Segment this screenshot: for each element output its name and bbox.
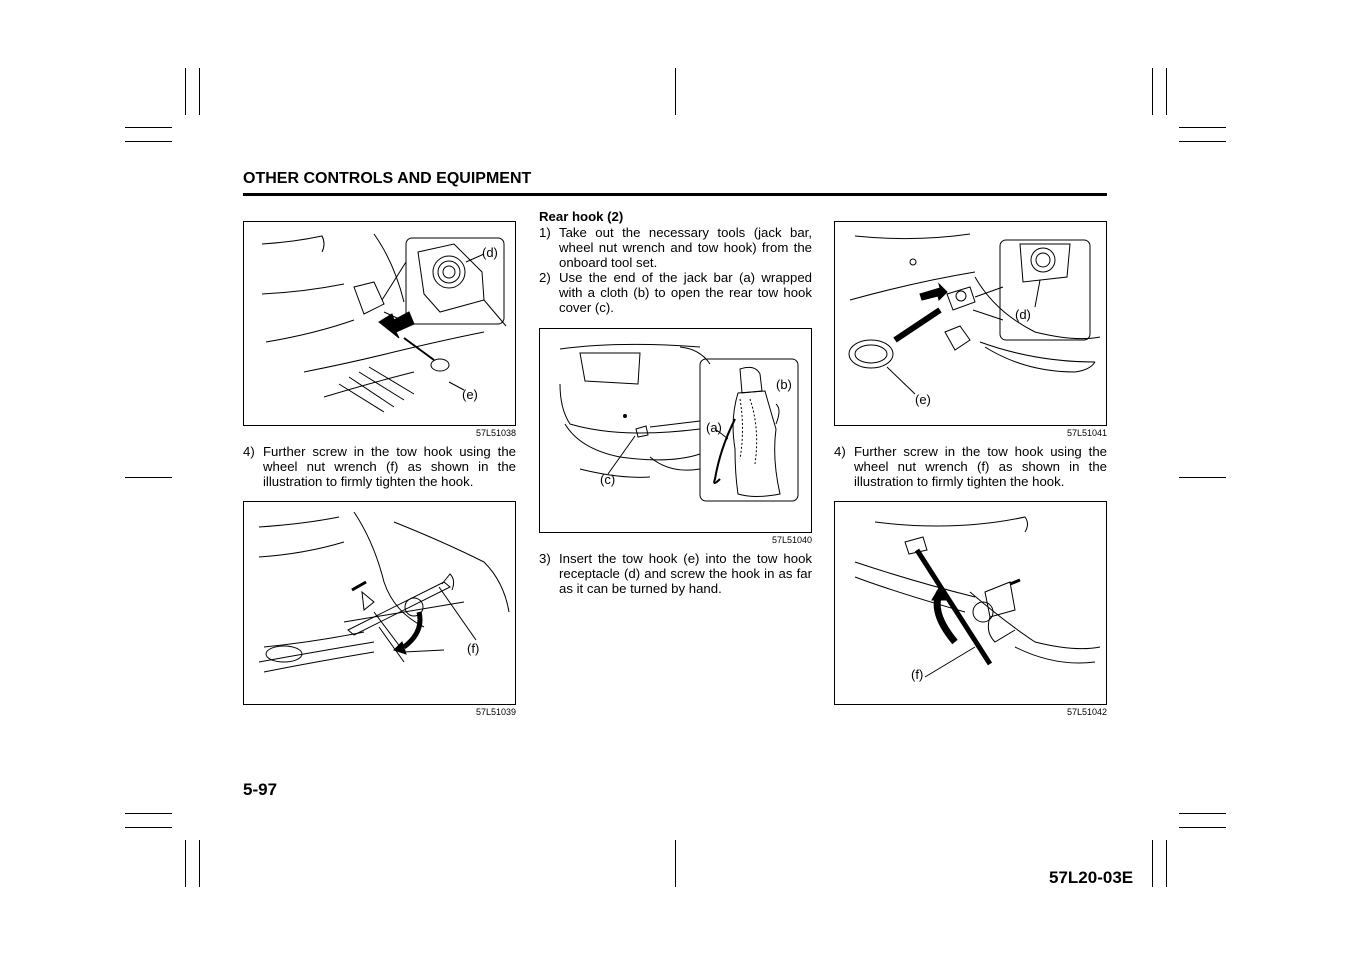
- figure-rear-hook-insert: (d) (e): [834, 221, 1107, 426]
- section-title: OTHER CONTROLS AND EQUIPMENT: [243, 170, 532, 187]
- step-number: 4): [243, 444, 255, 459]
- label-c: (c): [600, 472, 615, 487]
- instruction-step: 3) Insert the tow hook (e) into the tow h…: [539, 551, 812, 596]
- label-a: (a): [706, 420, 722, 435]
- rear-hook-section: Rear hook (2) 1) Take out the necessary t…: [539, 209, 812, 315]
- figure-code: 57L51041: [1066, 428, 1107, 438]
- page-number: 5-97: [243, 780, 278, 799]
- label-b: (b): [776, 377, 792, 392]
- step-text: Further screw in the tow hook using the …: [263, 444, 516, 489]
- step-number: 3): [539, 551, 551, 566]
- instruction-step: 4) Further screw in the tow hook using th…: [834, 444, 1107, 489]
- figure-front-hook-tighten: (f): [243, 501, 516, 705]
- step-number: 4): [834, 444, 846, 459]
- step-text: Insert the tow hook (e) into the tow hoo…: [559, 551, 812, 596]
- figure-code: 57L51042: [1066, 707, 1107, 717]
- label-e: (e): [462, 387, 478, 402]
- step-number: 1): [539, 225, 551, 240]
- step-text: Take out the necessary tools (jack bar, …: [559, 225, 812, 270]
- step-text: Use the end of the jack bar (a) wrapped …: [559, 270, 812, 315]
- subheading: Rear hook (2): [539, 209, 624, 224]
- instruction-step: 4) Further screw in the tow hook using th…: [243, 444, 516, 489]
- label-e: (e): [915, 392, 931, 407]
- step-text: Further screw in the tow hook using the …: [854, 444, 1107, 489]
- label-d: (d): [1015, 307, 1031, 322]
- document-code: 57L20-03E: [1049, 868, 1134, 887]
- figure-code: 57L51038: [475, 428, 516, 438]
- label-f: (f): [911, 667, 923, 682]
- header-rule: [243, 193, 1107, 196]
- figure-code: 57L51039: [475, 707, 516, 717]
- figure-code: 57L51040: [771, 535, 812, 545]
- figure-rear-cover-open: (b) (a) (c): [539, 328, 812, 533]
- label-d: (d): [482, 245, 498, 260]
- label-f: (f): [467, 641, 479, 656]
- figure-front-hook-insert: (d) (e): [243, 221, 516, 426]
- step-number: 2): [539, 270, 551, 285]
- figure-rear-hook-tighten: (f): [834, 501, 1107, 705]
